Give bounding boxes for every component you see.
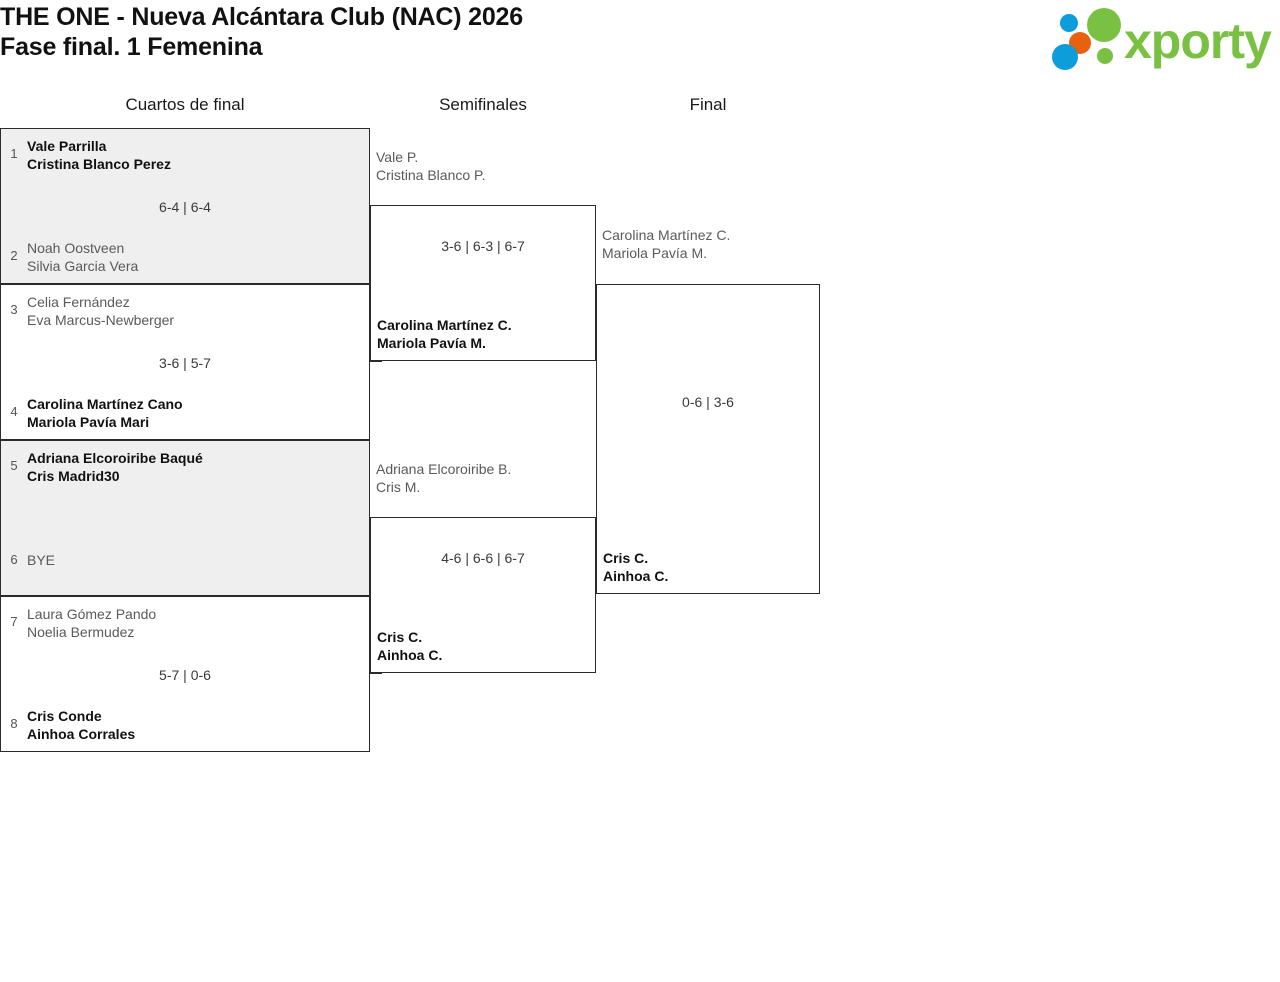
- seed-number: 1: [10, 146, 18, 161]
- team-names: Carolina Martínez C. Mariola Pavía M.: [377, 316, 595, 352]
- sf-1-team-top[interactable]: Vale P. Cristina Blanco P.: [370, 148, 596, 184]
- logo-dot-green-large: [1087, 8, 1121, 42]
- logo-wordmark: xporty: [1124, 13, 1272, 69]
- sf-2-team-top[interactable]: Adriana Elcoroiribe B. Cris M.: [370, 460, 596, 496]
- player-name: Carolina Martínez Cano: [27, 396, 183, 412]
- connector-sf2-final: [596, 593, 608, 594]
- player-name: Vale Parrilla: [27, 138, 107, 154]
- seed-number: 6: [10, 552, 18, 567]
- team-names: Cris C. Ainhoa C.: [603, 549, 819, 585]
- player-name: Mariola Pavía M.: [602, 245, 708, 261]
- player-name: Vale P.: [376, 149, 419, 165]
- team-names: Cris Conde Ainhoa Corrales: [27, 707, 369, 743]
- player-name: Laura Gómez Pando: [27, 606, 157, 622]
- match-qf-3-team-bottom[interactable]: 6 BYE: [1, 551, 369, 569]
- seed-number: 2: [10, 248, 18, 263]
- player-name: Cris C.: [603, 550, 649, 566]
- player-name: Cris Madrid30: [27, 468, 120, 484]
- connector-qf2-sf1: [370, 361, 382, 362]
- column-header-quarterfinals: Cuartos de final: [125, 95, 245, 114]
- column-header-final: Final: [689, 95, 727, 114]
- xporty-logo: xporty: [1044, 4, 1274, 70]
- team-names: Adriana Elcoroiribe B. Cris M.: [376, 460, 596, 496]
- player-name: Cris M.: [376, 479, 421, 495]
- player-name: Adriana Elcoroiribe B.: [376, 461, 512, 477]
- connector-qf3-sf2: [370, 517, 382, 518]
- final-team-top[interactable]: Carolina Martínez C. Mariola Pavía M.: [596, 226, 820, 262]
- column-header-semifinals: Semifinales: [439, 95, 527, 114]
- seed-number: 5: [10, 458, 18, 473]
- team-names: Carolina Martínez C. Mariola Pavía M.: [602, 226, 820, 262]
- player-name: Ainhoa Corrales: [27, 726, 136, 742]
- player-name: Cris C.: [377, 629, 423, 645]
- match-sf-2-team-bottom[interactable]: Cris C. Ainhoa C.: [371, 628, 595, 664]
- seed-number: 3: [10, 302, 18, 317]
- page-title: THE ONE - Nueva Alcántara Club (NAC) 202…: [0, 2, 523, 62]
- connector-qf4-sf2: [370, 673, 382, 674]
- match-score: 0-6 | 3-6: [682, 394, 734, 410]
- match-score: 6-4 | 6-4: [159, 199, 211, 215]
- match-qf-4-team-bottom[interactable]: 8 Cris Conde Ainhoa Corrales: [1, 707, 369, 743]
- player-name: Eva Marcus-Newberger: [27, 312, 175, 328]
- team-names: Adriana Elcoroiribe Baqué Cris Madrid30: [27, 449, 369, 485]
- player-name: Mariola Pavía Mari: [27, 414, 150, 430]
- match-final-team-bottom[interactable]: Cris C. Ainhoa C.: [597, 549, 819, 585]
- player-name: Cristina Blanco Perez: [27, 156, 171, 172]
- match-qf-1-team-top[interactable]: 1 Vale Parrilla Cristina Blanco Perez: [1, 137, 369, 173]
- team-names: Laura Gómez Pando Noelia Bermudez: [27, 605, 369, 641]
- team-names: Noah Oostveen Silvia Garcia Vera: [27, 239, 369, 275]
- player-name: Mariola Pavía M.: [377, 335, 486, 351]
- team-names: Celia Fernández Eva Marcus-Newberger: [27, 293, 369, 329]
- logo-dot-blue-large: [1052, 44, 1078, 70]
- seed-number: 7: [10, 614, 18, 629]
- match-qf-4[interactable]: 7 Laura Gómez Pando Noelia Bermudez 5-7 …: [0, 596, 370, 752]
- team-names: Carolina Martínez Cano Mariola Pavía Mar…: [27, 395, 369, 431]
- seed-number: 4: [10, 404, 18, 419]
- player-name: Cristina Blanco P.: [376, 167, 486, 183]
- player-name: Noelia Bermudez: [27, 624, 135, 640]
- player-name: Carolina Martínez C.: [602, 227, 731, 243]
- player-name: BYE: [27, 552, 56, 568]
- match-qf-3-team-top[interactable]: 5 Adriana Elcoroiribe Baqué Cris Madrid3…: [1, 449, 369, 485]
- match-qf-1-team-bottom[interactable]: 2 Noah Oostveen Silvia Garcia Vera: [1, 239, 369, 275]
- match-score: 3-6 | 5-7: [159, 355, 211, 371]
- connector-qf1-sf1: [370, 205, 382, 206]
- match-qf-2-team-top[interactable]: 3 Celia Fernández Eva Marcus-Newberger: [1, 293, 369, 329]
- match-qf-1[interactable]: 1 Vale Parrilla Cristina Blanco Perez 6-…: [0, 128, 370, 284]
- player-name: Adriana Elcoroiribe Baqué: [27, 450, 203, 466]
- player-name: Cris Conde: [27, 708, 102, 724]
- connector-sf1-final: [596, 284, 608, 285]
- player-name: Silvia Garcia Vera: [27, 258, 139, 274]
- team-names: BYE: [27, 551, 369, 569]
- match-final[interactable]: 0-6 | 3-6 Cris C. Ainhoa C.: [596, 284, 820, 594]
- player-name: Noah Oostveen: [27, 240, 125, 256]
- match-qf-4-team-top[interactable]: 7 Laura Gómez Pando Noelia Bermudez: [1, 605, 369, 641]
- match-score: 3-6 | 6-3 | 6-7: [441, 238, 525, 254]
- team-names: Vale P. Cristina Blanco P.: [376, 148, 596, 184]
- logo-dot-green-small: [1097, 48, 1113, 64]
- match-sf-1-team-bottom[interactable]: Carolina Martínez C. Mariola Pavía M.: [371, 316, 595, 352]
- match-qf-2-team-bottom[interactable]: 4 Carolina Martínez Cano Mariola Pavía M…: [1, 395, 369, 431]
- seed-number: 8: [10, 716, 18, 731]
- logo-dot-blue-small: [1060, 14, 1078, 32]
- player-name: Ainhoa C.: [377, 647, 443, 663]
- title-line-1: THE ONE - Nueva Alcántara Club (NAC) 202…: [0, 3, 523, 31]
- player-name: Carolina Martínez C.: [377, 317, 512, 333]
- team-names: Cris C. Ainhoa C.: [377, 628, 595, 664]
- team-names: Vale Parrilla Cristina Blanco Perez: [27, 137, 369, 173]
- match-score: 4-6 | 6-6 | 6-7: [441, 550, 525, 566]
- match-qf-2[interactable]: 3 Celia Fernández Eva Marcus-Newberger 3…: [0, 284, 370, 440]
- match-sf-2[interactable]: 4-6 | 6-6 | 6-7 Cris C. Ainhoa C.: [370, 517, 596, 673]
- player-name: Ainhoa C.: [603, 568, 669, 584]
- player-name: Celia Fernández: [27, 294, 130, 310]
- title-line-2: Fase final. 1 Femenina: [0, 33, 263, 61]
- match-score: 5-7 | 0-6: [159, 667, 211, 683]
- match-qf-3[interactable]: 5 Adriana Elcoroiribe Baqué Cris Madrid3…: [0, 440, 370, 596]
- match-sf-1[interactable]: 3-6 | 6-3 | 6-7 Carolina Martínez C. Mar…: [370, 205, 596, 361]
